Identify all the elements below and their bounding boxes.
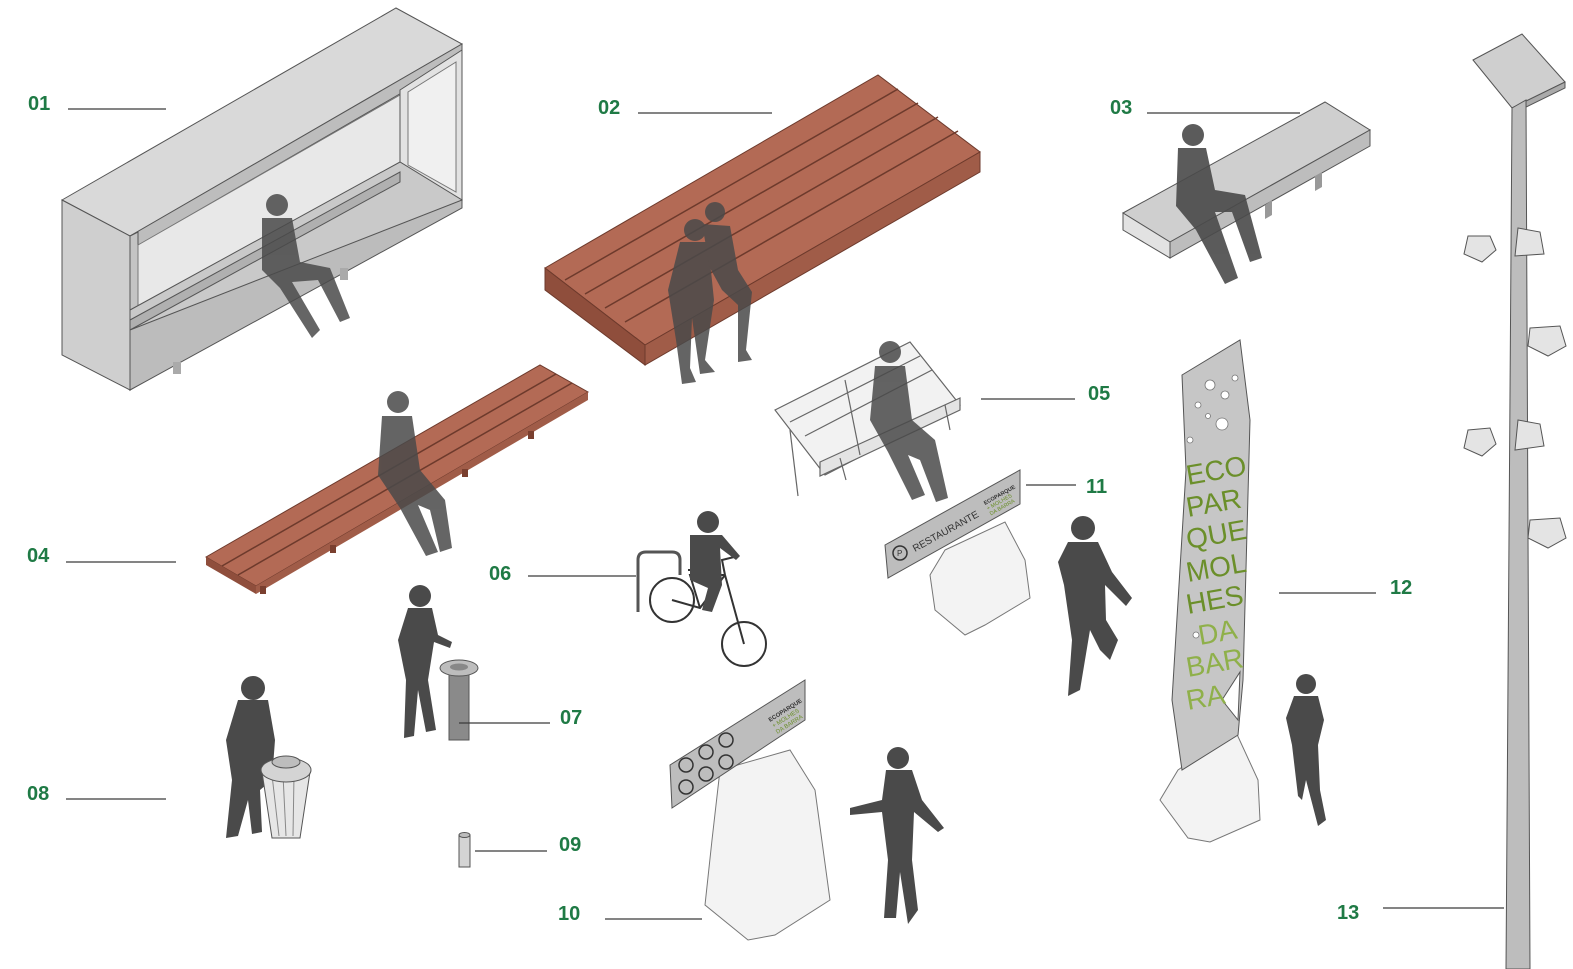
covered-bench-shelter (60, 7, 464, 392)
bicycle-rack (636, 550, 682, 612)
person-seated-shelter (262, 194, 350, 338)
callout-label-04: 04 (27, 545, 50, 567)
callout-label-10: 10 (558, 903, 581, 925)
person-standing-fountain (398, 585, 452, 738)
person-standing-bin (226, 676, 275, 838)
information-totem: ECOPARQUE + MOLHES DA BARRA (669, 679, 831, 941)
directional-sign: P RESTAURANTE ECOPARQUE + MOLHES DA BARR… (884, 469, 1031, 636)
callout-label-02: 02 (598, 97, 621, 119)
callout-label-06: 06 (489, 563, 512, 585)
person-walking-monolith (1286, 674, 1326, 826)
parking-icon: P (897, 549, 902, 558)
callout-label-07: 07 (560, 707, 583, 729)
cyclist (690, 511, 740, 612)
callout-label-05: 05 (1088, 383, 1111, 405)
couple-seated-large-bench (668, 202, 752, 384)
solar-lamp-post (1463, 33, 1567, 969)
monolith-line-8: RA (1184, 679, 1228, 716)
drinking-fountain (439, 659, 479, 741)
callout-label-08: 08 (27, 783, 50, 805)
bollard (458, 832, 471, 868)
monolith-text: ECO PAR QUE MOL HES DA BAR RA (1184, 450, 1249, 716)
leader-lines (66, 108, 1504, 920)
callout-label-09: 09 (559, 834, 582, 856)
callout-label-13: 13 (1337, 902, 1360, 924)
trash-bin (260, 755, 312, 839)
person-walking (1058, 516, 1132, 696)
person-standing-totem (850, 747, 944, 924)
callout-label-11: 11 (1086, 476, 1108, 498)
callout-label-01: 01 (28, 93, 51, 115)
person-seated-long-bench (378, 391, 452, 556)
person-seated-concrete-bench (1176, 124, 1262, 284)
monolith-sign (1159, 339, 1261, 843)
callout-label-12: 12 (1390, 577, 1413, 599)
monolith-line-6: DA (1196, 614, 1240, 651)
person-seated-chair (870, 341, 948, 502)
callout-label-03: 03 (1110, 97, 1133, 119)
